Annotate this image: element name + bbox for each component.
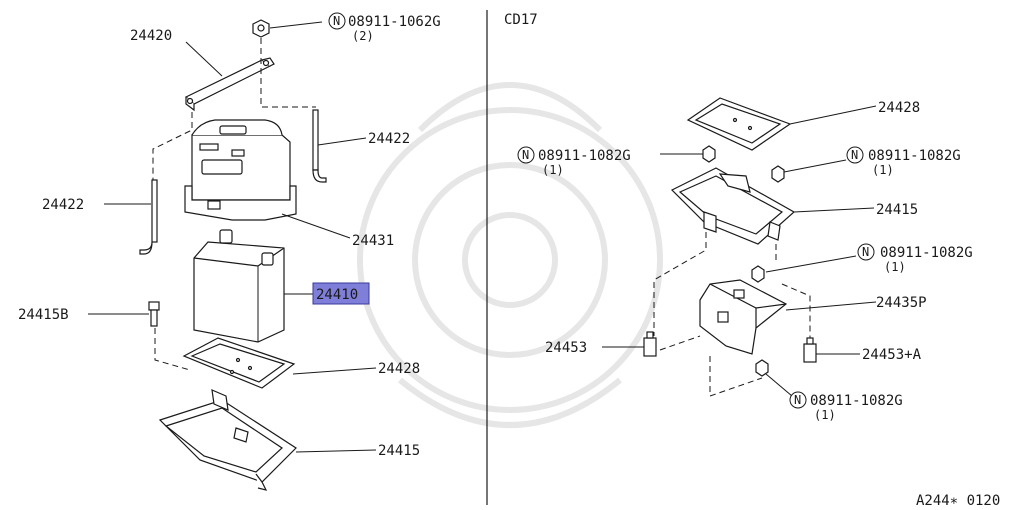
nut-qty-4: (1) (814, 408, 836, 422)
bolt-icon (148, 301, 160, 327)
nut-hex-icon (252, 19, 270, 38)
label-24428-left: 24428 (378, 361, 420, 377)
label-24428-right: 24428 (878, 100, 920, 116)
label-24422-top: 24422 (368, 131, 410, 147)
model-label: CD17 (504, 12, 538, 28)
label-24410-highlight (312, 282, 370, 305)
nut-qty-1: (1) (542, 163, 564, 177)
nut-code-2: 08911-1082G (868, 148, 961, 164)
clip-24453A (803, 337, 817, 363)
mounting-bracket-24435P (699, 279, 788, 355)
svg-text:N: N (794, 393, 801, 407)
battery-support-bracket-right (670, 167, 796, 245)
hold-down-bracket (184, 57, 275, 112)
nut-code-1: 08911-1082G (538, 148, 631, 164)
label-24420: 24420 (130, 28, 172, 44)
nut-callout-4: N 08911-1082G (1) (789, 391, 903, 422)
label-24410: 24410 (316, 287, 358, 303)
figure-code: A244∗ 0120 (916, 493, 1000, 509)
nut-hex-icon-1 (702, 145, 716, 163)
nut-qty-2: (1) (872, 163, 894, 177)
battery-cover (184, 119, 297, 221)
nut-hex-icon-3 (751, 265, 765, 283)
nut-hex-icon-4 (755, 359, 769, 377)
j-bolt-left (139, 179, 158, 255)
nut-code-left: 08911-1062G (348, 14, 441, 30)
battery-support-bracket (158, 389, 297, 491)
watermark-emblem (357, 82, 663, 428)
label-24415-left: 24415 (378, 443, 420, 459)
nut-callout-3: N 08911-1082G (1) (857, 243, 973, 274)
label-24415-right: 24415 (876, 202, 918, 218)
nut-qty-3: (1) (884, 260, 906, 274)
nut-qty-left: (2) (352, 29, 374, 43)
svg-text:N: N (862, 245, 869, 259)
label-24431: 24431 (352, 233, 394, 249)
nut-callout-left: N 08911-1062G (2) (328, 12, 441, 43)
label-24453: 24453 (545, 340, 587, 356)
j-bolt-right (312, 109, 327, 183)
battery-tray-mat (182, 337, 296, 389)
nut-code-3: 08911-1082G (880, 245, 973, 261)
battery-tray-mat-right (686, 97, 792, 151)
nut-symbol: N (333, 14, 340, 28)
label-24453A: 24453+A (862, 347, 922, 363)
nut-hex-icon-2 (771, 165, 785, 183)
label-24415B: 24415B (18, 307, 69, 323)
svg-text:N: N (851, 148, 858, 162)
nut-callout-1: N 08911-1082G (1) (517, 146, 631, 177)
nut-code-4: 08911-1082G (810, 393, 903, 409)
battery (193, 229, 285, 343)
svg-text:N: N (522, 148, 529, 162)
label-24422-left: 24422 (42, 197, 84, 213)
nut-callout-2: N 08911-1082G (1) (846, 146, 961, 177)
label-24435P: 24435P (876, 295, 927, 311)
